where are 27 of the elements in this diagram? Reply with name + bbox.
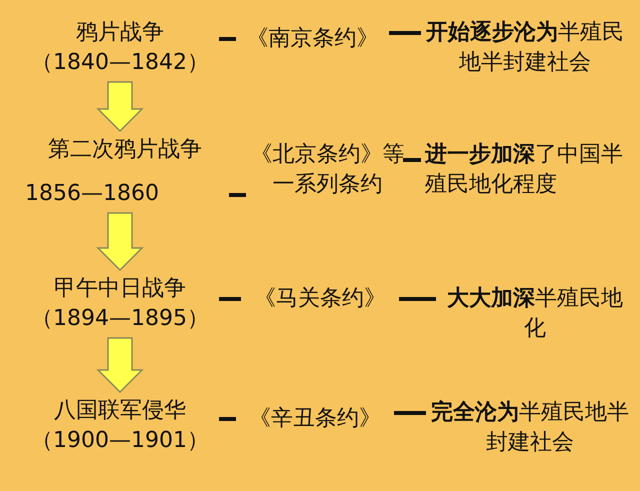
war-name: 甲午中日战争: [53, 275, 187, 303]
down-arrow: [96, 337, 144, 394]
date-range: （1900—1901）: [30, 427, 210, 455]
result-text: 开始逐步沦为半殖民地半封建社会: [425, 19, 625, 77]
connector-line: [389, 31, 421, 35]
treaty-label: 《辛丑条约》: [248, 405, 382, 433]
result-text: 进一步加深了中国半殖民地化程度: [425, 141, 624, 199]
treaty-label: 《马关条约》: [253, 285, 387, 313]
treaty-label: 《北京条约》等一系列条约: [250, 141, 405, 199]
result-text: 大大加深半殖民地化: [446, 285, 624, 343]
connector-line: [399, 297, 436, 301]
result-text: 完全沦为半殖民地半封建社会: [430, 399, 630, 457]
connector-line: [403, 158, 421, 162]
date-range: （1840—1842）: [30, 49, 210, 77]
date-range: （1894—1895）: [30, 305, 210, 333]
connector-line: [394, 411, 426, 415]
down-arrow: [96, 81, 144, 132]
war-name: 第二次鸦片战争: [47, 136, 203, 164]
down-arrow: [96, 212, 144, 272]
date-range: 1856—1860: [25, 180, 160, 208]
war-name: 八国联军侵华: [53, 397, 187, 425]
treaty-label: 《南京条约》: [246, 25, 380, 53]
connector-line: [219, 417, 236, 421]
war-name: 鸦片战争: [75, 19, 165, 47]
connector-line: [229, 193, 246, 197]
connector-line: [219, 37, 236, 41]
connector-line: [219, 297, 241, 301]
